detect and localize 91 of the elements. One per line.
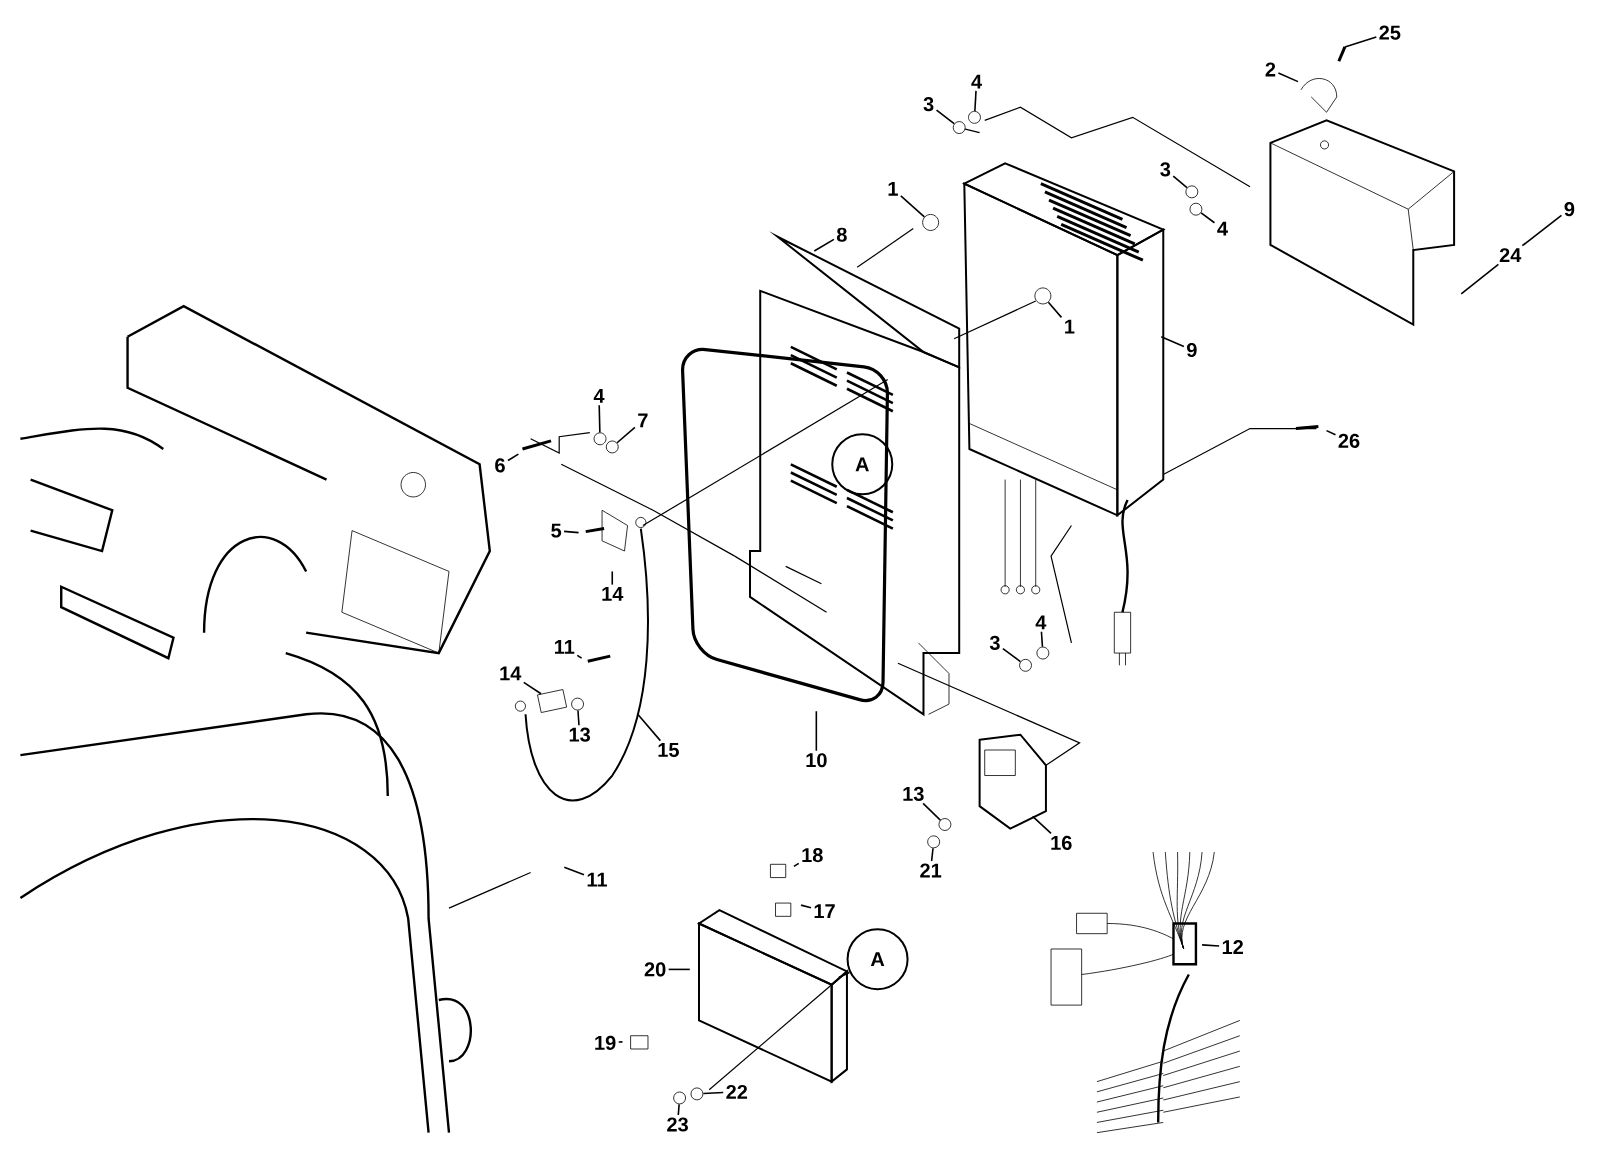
callout-number: 9 [1564, 202, 1575, 217]
bracket-plate [537, 689, 568, 713]
callout-number: 11 [555, 639, 575, 654]
callout-number: 1 [888, 181, 898, 196]
washer [673, 1091, 686, 1105]
callout-number: 5 [551, 523, 562, 538]
callout-number: 24 [1499, 248, 1522, 262]
callout-number: 14 [602, 586, 624, 601]
callout-number: 13 [903, 786, 924, 801]
leader-line [522, 681, 542, 695]
callout-number: 12 [1222, 939, 1243, 954]
leader-line [1160, 335, 1185, 348]
leader-line [793, 862, 800, 867]
washer [1189, 202, 1203, 216]
callout-number: 25 [1379, 25, 1401, 40]
leader-line [616, 426, 636, 444]
leader-line [1040, 630, 1044, 648]
washer [1019, 658, 1032, 672]
leader-line [1201, 944, 1220, 947]
callout-number: 4 [1035, 615, 1047, 630]
leader-line [922, 802, 942, 821]
leader-line [1521, 214, 1563, 247]
callout-number: 13 [569, 727, 590, 742]
callout-number: 19 [595, 1035, 616, 1050]
callout-number: 18 [802, 847, 823, 863]
leader-line [813, 238, 835, 252]
callout-number: 9 [1187, 342, 1197, 357]
callout-number: 11 [587, 872, 607, 887]
leader-line [636, 713, 662, 742]
callout-number: 1 [1065, 319, 1075, 334]
callout-number: 10 [806, 753, 827, 768]
washer [927, 835, 941, 849]
leader-line [1277, 72, 1299, 83]
washer [922, 213, 939, 231]
callout-number: 16 [1051, 835, 1072, 850]
callout-number: 26 [1338, 433, 1360, 448]
leader-line [935, 109, 955, 125]
washer [593, 432, 607, 446]
callout-number: 7 [638, 413, 648, 428]
callout-number: 17 [814, 904, 835, 918]
callout-number: 3 [923, 96, 934, 112]
circled-letter: A [846, 928, 909, 991]
leader-line [1047, 301, 1063, 319]
washer [605, 440, 619, 454]
leader-line [838, 971, 851, 979]
leader-line [507, 453, 520, 462]
leader-line [677, 1103, 680, 1116]
callout-number: 15 [658, 742, 679, 757]
leader-line [974, 90, 977, 112]
callout-number: 20 [644, 962, 666, 977]
callout-number: 4 [971, 74, 982, 89]
washer [1185, 185, 1199, 199]
leader-line [1344, 36, 1378, 48]
leader-line [577, 709, 580, 726]
circled-letter: A [831, 433, 894, 496]
callout-number: 4 [593, 388, 605, 403]
washer [1036, 646, 1050, 660]
leader-line [1460, 263, 1500, 295]
washer [690, 1087, 704, 1101]
leader-line [1002, 647, 1022, 663]
leader-line [815, 710, 818, 752]
leader-line [1172, 175, 1188, 189]
leader-line [617, 1040, 624, 1043]
leader-line [667, 968, 691, 971]
callout-number: 8 [836, 227, 847, 242]
leader-line [563, 866, 585, 876]
callout-number: 14 [500, 666, 522, 681]
leader-line [1325, 429, 1337, 436]
leader-line [563, 530, 580, 534]
callout-number: 3 [1160, 162, 1171, 177]
callout-number: 21 [920, 863, 942, 878]
leader-line [576, 654, 583, 659]
leader-line [611, 570, 614, 586]
leader-line [702, 1091, 724, 1095]
callout-number: 2 [1265, 62, 1276, 77]
callout-number: 3 [989, 635, 1000, 650]
washer [952, 121, 966, 134]
leader-line [1031, 815, 1052, 835]
washer [938, 818, 952, 831]
washer [968, 110, 981, 124]
leader-line [800, 904, 812, 909]
callout-number: 23 [667, 1117, 688, 1132]
washer [571, 697, 584, 711]
callout-number: 4 [1217, 221, 1228, 236]
leader-line [930, 847, 934, 862]
leader-line [900, 194, 926, 218]
callout-number: 22 [726, 1084, 748, 1099]
callout-number: 6 [495, 458, 505, 473]
leader-line [598, 404, 601, 434]
leader-line [1200, 212, 1216, 224]
washer [1034, 287, 1052, 305]
